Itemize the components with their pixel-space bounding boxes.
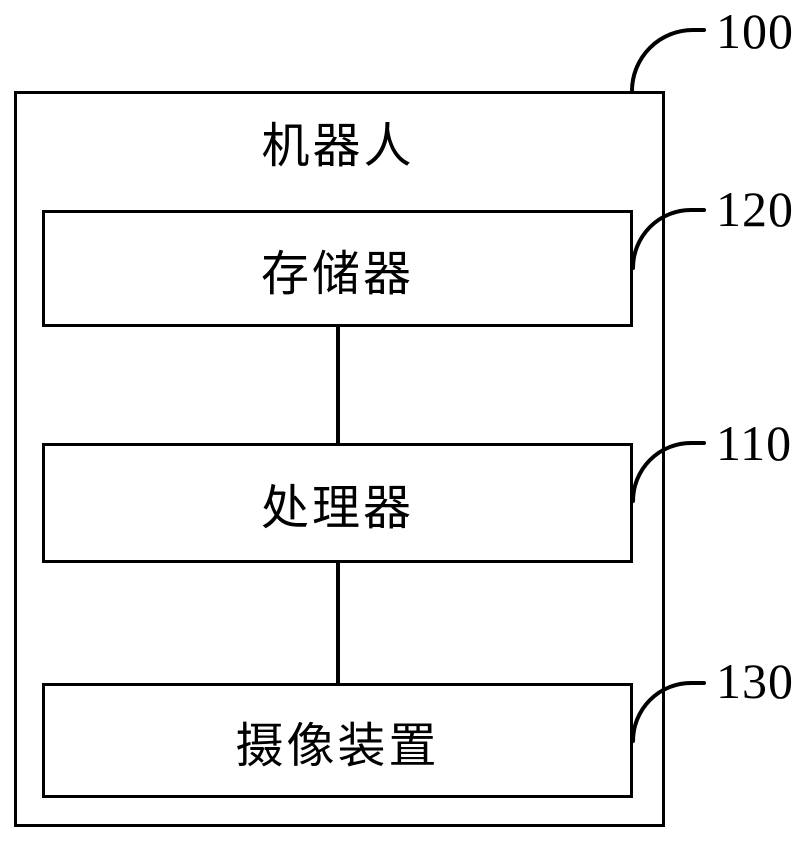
processor-box: 处理器 (42, 443, 633, 563)
ref-numeral-120: 120 (716, 181, 794, 237)
robot-title: 机器人 (261, 120, 415, 173)
camera-box: 摄像装置 (42, 683, 633, 798)
ref-numeral-130: 130 (716, 653, 794, 709)
memory-box: 存储器 (42, 210, 633, 327)
processor-label: 处理器 (260, 482, 414, 535)
leader-curve-100 (630, 28, 706, 93)
memory-label: 存储器 (260, 247, 414, 301)
ref-numeral-100: 100 (716, 3, 794, 59)
camera-label: 摄像装置 (235, 719, 440, 773)
ref-numeral-110: 110 (716, 415, 793, 471)
